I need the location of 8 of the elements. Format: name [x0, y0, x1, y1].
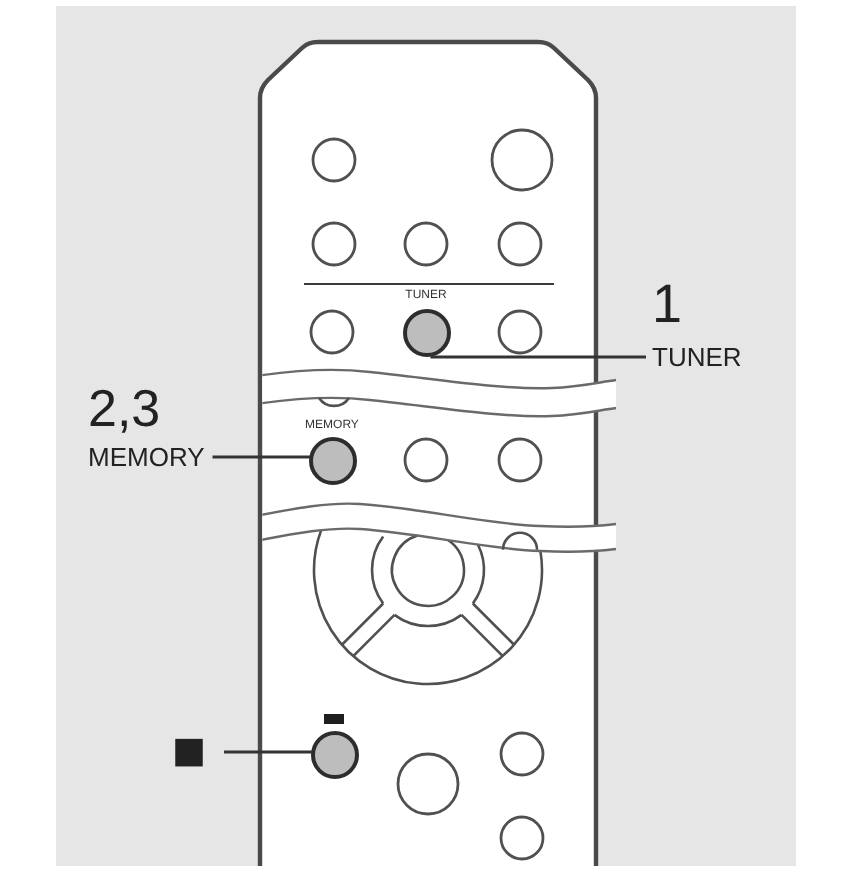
step-number: 2,3 — [88, 382, 161, 436]
step-number: 1 — [652, 276, 683, 332]
leader-line — [212, 455, 311, 459]
callout-label: MEMORY — [88, 442, 205, 472]
stop-symbol: ■ — [172, 732, 207, 772]
leader-line — [430, 353, 646, 359]
leader-line — [224, 750, 313, 754]
callout-label: TUNER — [652, 342, 742, 372]
